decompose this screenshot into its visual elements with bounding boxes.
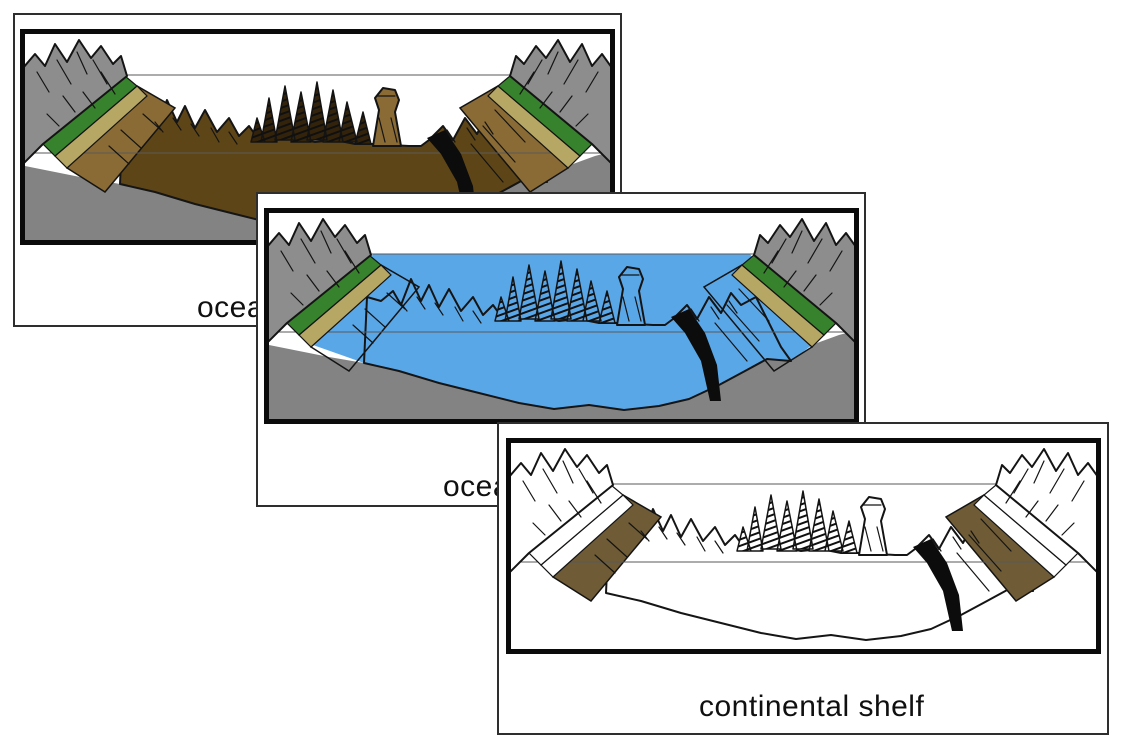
illustration-frame — [505, 438, 1101, 654]
ocean-cross-section-illustration-blue — [269, 213, 854, 419]
card-label: continental shelf — [699, 690, 925, 723]
nomenclature-card-continental-shelf: continental shelf — [497, 422, 1109, 735]
ocean-cross-section-illustration-outline — [511, 443, 1096, 649]
card-label: ocea — [197, 291, 265, 324]
illustration-frame — [263, 208, 859, 424]
